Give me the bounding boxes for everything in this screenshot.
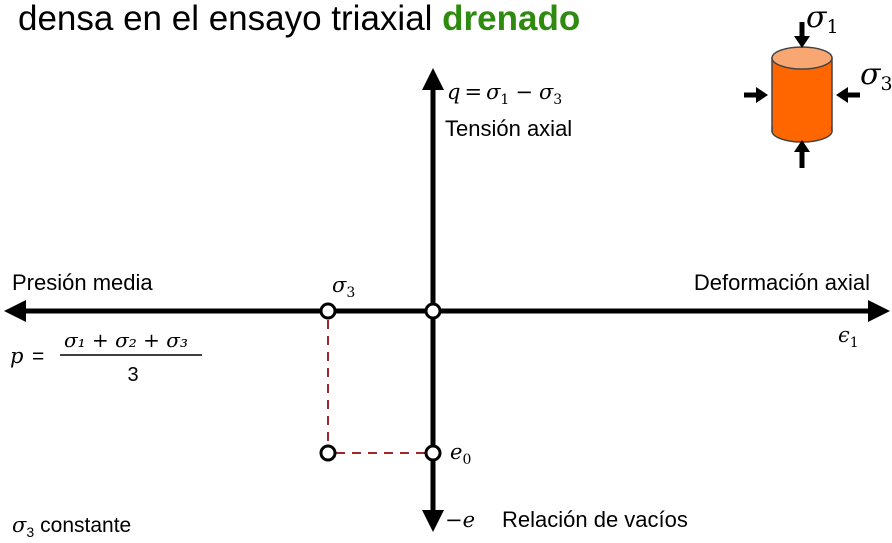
horizontal-axis-right-label: Deformación axial [694, 270, 870, 295]
initial-state-point [319, 444, 337, 462]
mean-pressure-formula: p = σ₁ + σ₂ + σ₃ 3 [10, 328, 202, 386]
arrowhead-left [4, 300, 26, 322]
triaxial-specimen-icon: σ1 σ3 [744, 0, 892, 168]
minus-e-label: −e [445, 508, 475, 532]
epsilon1-label: ϵ1 [838, 323, 859, 351]
slide-title: densa en el ensayo triaxial drenado [18, 0, 580, 38]
arrowhead-down [422, 510, 444, 532]
horizontal-axis [4, 300, 890, 322]
specimen-sigma1-label: σ1 [806, 0, 839, 38]
svg-text:=: = [32, 345, 44, 368]
e0-label: e0 [450, 440, 471, 468]
svg-text:3: 3 [127, 364, 138, 386]
title-highlight: drenado [442, 0, 580, 38]
sigma3-point [319, 302, 337, 320]
vertical-axis-top-label: Tensión axial [445, 116, 572, 141]
svg-text:p: p [10, 344, 23, 368]
specimen-top [771, 46, 833, 70]
arrowhead-right [868, 300, 890, 322]
title-prefix: densa en el ensayo triaxial [18, 0, 442, 38]
specimen-sigma3-label: σ3 [860, 57, 892, 95]
guide-lines [327, 320, 425, 454]
arrowhead-up [422, 68, 444, 90]
load-arrows [744, 22, 860, 168]
vertical-axis-bottom-label: Relación de vacíos [502, 507, 688, 532]
horizontal-axis-left-label: Presión media [12, 270, 153, 295]
e0-point [424, 444, 442, 462]
sigma3-point-label: σ3 [332, 273, 355, 301]
q-equation: q=σ1−σ3 [447, 80, 562, 108]
origin-point [424, 302, 442, 320]
vertical-axis [422, 68, 444, 532]
svg-text:σ₁ + σ₂ + σ₃: σ₁ + σ₂ + σ₃ [64, 328, 188, 352]
